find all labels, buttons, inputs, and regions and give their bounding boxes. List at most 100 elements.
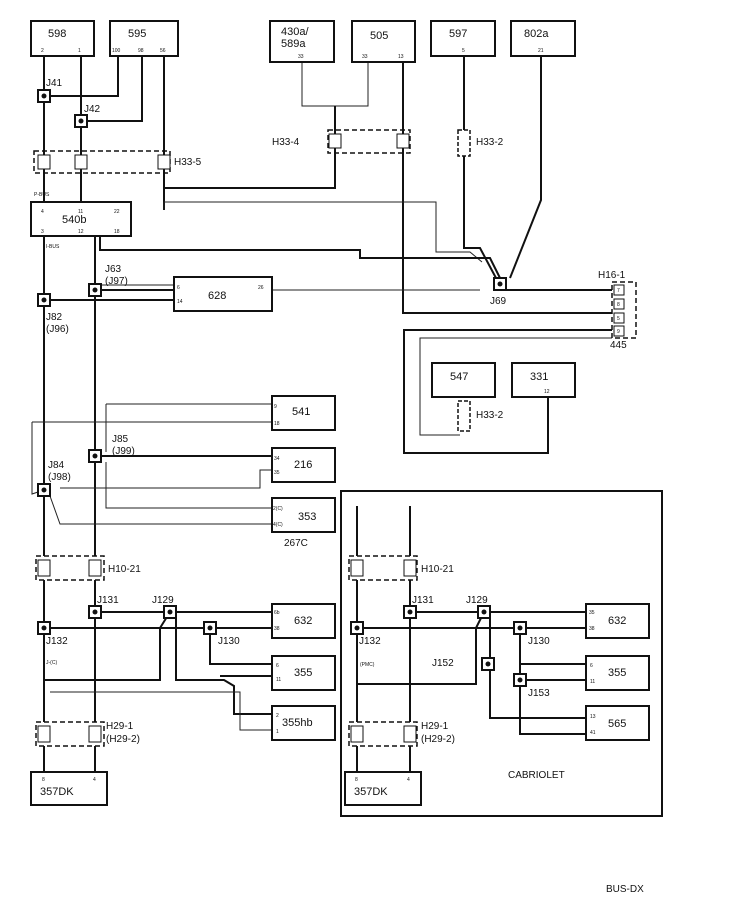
box-628: 628 — [208, 290, 226, 302]
label-j96: (J96) — [46, 324, 69, 335]
svg-text:33: 33 — [298, 54, 304, 60]
cabriolet-label-j152: J152 — [432, 658, 454, 669]
box-598: 598 — [48, 28, 66, 40]
box-547: 547 — [450, 371, 468, 383]
label-j41: J41 — [46, 78, 63, 89]
junction-j69 — [493, 277, 507, 291]
cabriolet-label-j153: J153 — [528, 688, 550, 699]
junction-labels: J41 J42 J63 (J97) J82 (J96) J69 J85 (J99… — [46, 78, 550, 699]
box-540b: 540b — [62, 214, 86, 226]
junction-j85 — [88, 449, 102, 463]
box-597: 597 — [449, 28, 467, 40]
svg-text:11: 11 — [590, 679, 595, 685]
box-595: 595 — [128, 28, 146, 40]
cabriolet-box-355: 355 — [608, 667, 626, 679]
svg-text:35: 35 — [274, 470, 280, 476]
svg-text:22: 22 — [114, 209, 120, 215]
svg-text:4: 4 — [93, 777, 96, 783]
cabriolet-box-565: 565 — [608, 718, 626, 730]
connector-h33-2-bottom: H33-2 — [476, 410, 504, 421]
svg-text:41: 41 — [590, 730, 596, 736]
label-j85: J85 — [112, 434, 129, 445]
label-j69: J69 — [490, 296, 507, 307]
junction-nodes — [37, 89, 527, 687]
connector-strips: H33-5 H33-4 H33-2 H33-2 7 8 5 9 H16-1 H1… — [33, 129, 637, 747]
diagram-code: BUS-DX — [606, 884, 644, 895]
label-j131: J131 — [97, 595, 119, 606]
svg-text:6: 6 — [276, 663, 279, 669]
cabriolet-label-j130: J130 — [528, 636, 550, 647]
cabriolet-connector-h29-2: (H29-2) — [421, 734, 455, 745]
svg-text:12: 12 — [78, 229, 84, 235]
box-331: 331 — [530, 371, 548, 383]
svg-text:100: 100 — [112, 48, 121, 54]
cabriolet-frame — [340, 490, 663, 817]
wires — [31, 56, 612, 772]
cabriolet-junction-j132 — [350, 621, 364, 635]
svg-text:34: 34 — [274, 456, 280, 462]
box-632: 632 — [294, 615, 312, 627]
label-j130: J130 — [218, 636, 240, 647]
box-216: 216 — [294, 459, 312, 471]
cabriolet-junction-j130 — [513, 621, 527, 635]
box-589a: 589a — [281, 38, 306, 50]
svg-text:1: 1 — [78, 48, 81, 54]
junction-j63 — [88, 283, 102, 297]
svg-text:7: 7 — [617, 288, 620, 294]
label-445: 445 — [610, 340, 627, 351]
svg-text:12: 12 — [544, 389, 550, 395]
box-357dk: 357DK — [40, 786, 74, 798]
svg-text:33: 33 — [362, 54, 368, 60]
svg-text:5: 5 — [617, 316, 620, 322]
svg-text:2: 2 — [276, 713, 279, 719]
label-j99: (J99) — [112, 446, 135, 457]
box-430a: 430a/ — [281, 26, 309, 38]
svg-text:2(C): 2(C) — [273, 506, 283, 512]
svg-text:8: 8 — [42, 777, 45, 783]
box-355hb: 355hb — [282, 717, 313, 729]
svg-text:9: 9 — [274, 404, 277, 410]
svg-text:4: 4 — [41, 209, 44, 215]
cabriolet-junction-j153 — [513, 673, 527, 687]
junction-j129 — [163, 605, 177, 619]
cabriolet-label-j131: J131 — [412, 595, 434, 606]
label-j84: J84 — [48, 460, 65, 471]
svg-text:26: 26 — [258, 285, 264, 291]
box-541: 541 — [292, 406, 310, 418]
svg-text:38: 38 — [589, 626, 595, 632]
junction-j130 — [203, 621, 217, 635]
svg-text:8: 8 — [617, 302, 620, 308]
cabriolet-connector-h10-21: H10-21 — [421, 564, 454, 575]
connector-h33-4: H33-4 — [272, 137, 300, 148]
junction-j131 — [88, 605, 102, 619]
svg-text:13: 13 — [398, 54, 404, 60]
svg-text:9: 9 — [617, 329, 620, 335]
junction-j82 — [37, 293, 51, 307]
connector-h29-2: (H29-2) — [106, 734, 140, 745]
svg-text:1: 1 — [276, 729, 279, 735]
cabriolet-connector-h29-1: H29-1 — [421, 721, 449, 732]
label-jlow-cabriolet: (PMC) — [360, 662, 375, 668]
box-505: 505 — [370, 30, 388, 42]
svg-text:6b: 6b — [274, 610, 280, 616]
cabriolet-junction-j152 — [481, 657, 495, 671]
svg-text:98: 98 — [138, 48, 144, 54]
cabriolet-junction-j131 — [403, 605, 417, 619]
connector-h33-5: H33-5 — [174, 157, 202, 168]
svg-text:21: 21 — [538, 48, 544, 54]
svg-text:4(C): 4(C) — [273, 522, 283, 528]
label-j63: J63 — [105, 264, 122, 275]
svg-text:2: 2 — [41, 48, 44, 54]
cabriolet-label: CABRIOLET — [508, 770, 565, 781]
cabriolet-label-j129: J129 — [466, 595, 488, 606]
cabriolet-label-j132: J132 — [359, 636, 381, 647]
svg-text:4: 4 — [407, 777, 410, 783]
connector-h16-1: H16-1 — [598, 270, 626, 281]
box-802a: 802a — [524, 28, 549, 40]
svg-text:5: 5 — [462, 48, 465, 54]
svg-text:38: 38 — [274, 626, 280, 632]
connector-h10-21: H10-21 — [108, 564, 141, 575]
label-j42: J42 — [84, 104, 101, 115]
svg-text:3: 3 — [41, 229, 44, 235]
